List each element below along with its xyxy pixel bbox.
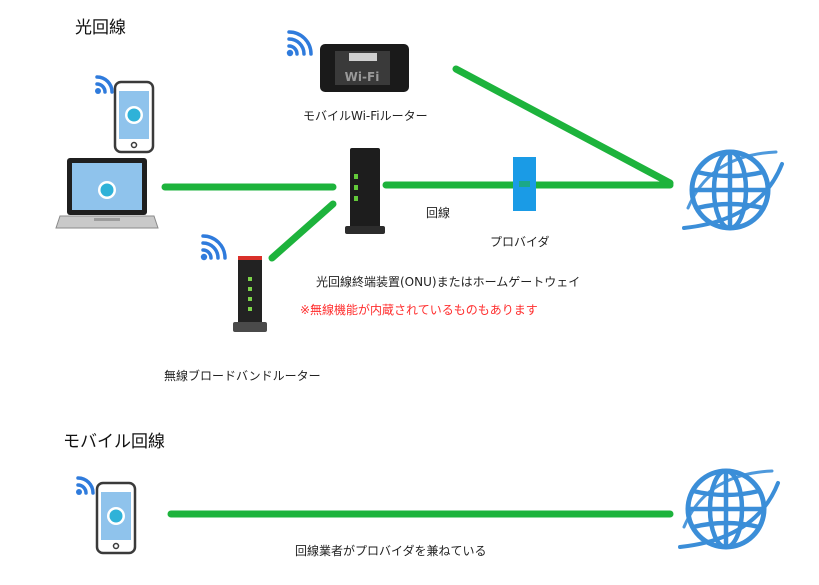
mobile-carrier-label: 回線業者がプロバイダを兼ねている bbox=[295, 544, 487, 558]
wifi-icon bbox=[200, 234, 227, 261]
globe-icon bbox=[680, 471, 778, 547]
smartphone-icon bbox=[113, 80, 155, 154]
mobile-router-screen-text: Wi-Fi bbox=[345, 70, 380, 84]
laptop-icon bbox=[55, 158, 159, 229]
link-router-onu bbox=[268, 200, 337, 262]
provider-label: プロバイダ bbox=[490, 235, 550, 249]
wifi-icon bbox=[76, 476, 95, 495]
globe-icon bbox=[684, 152, 782, 228]
link-mobile-router-internet bbox=[452, 65, 674, 187]
smartphone-icon bbox=[95, 481, 137, 555]
broadband-router-label: 無線ブロードバンドルーター bbox=[164, 369, 321, 383]
onu-label: 光回線終端装置(ONU)またはホームゲートウェイ bbox=[316, 275, 581, 289]
connection-lines bbox=[161, 65, 674, 518]
line-label: 回線 bbox=[426, 206, 451, 220]
broadband-router-icon bbox=[233, 256, 267, 332]
section-title-fiber: 光回線 bbox=[75, 18, 126, 38]
mobile-router-label: モバイルWi-Fiルーター bbox=[303, 109, 428, 123]
onu-note: ※無線機能が内蔵されているものもあります bbox=[300, 303, 538, 317]
section-title-mobile: モバイル回線 bbox=[63, 432, 165, 452]
mobile-router-icon: Wi-Fi bbox=[320, 44, 409, 92]
wifi-icon bbox=[95, 75, 114, 94]
onu-icon bbox=[345, 148, 385, 234]
wifi-icon bbox=[286, 30, 313, 57]
